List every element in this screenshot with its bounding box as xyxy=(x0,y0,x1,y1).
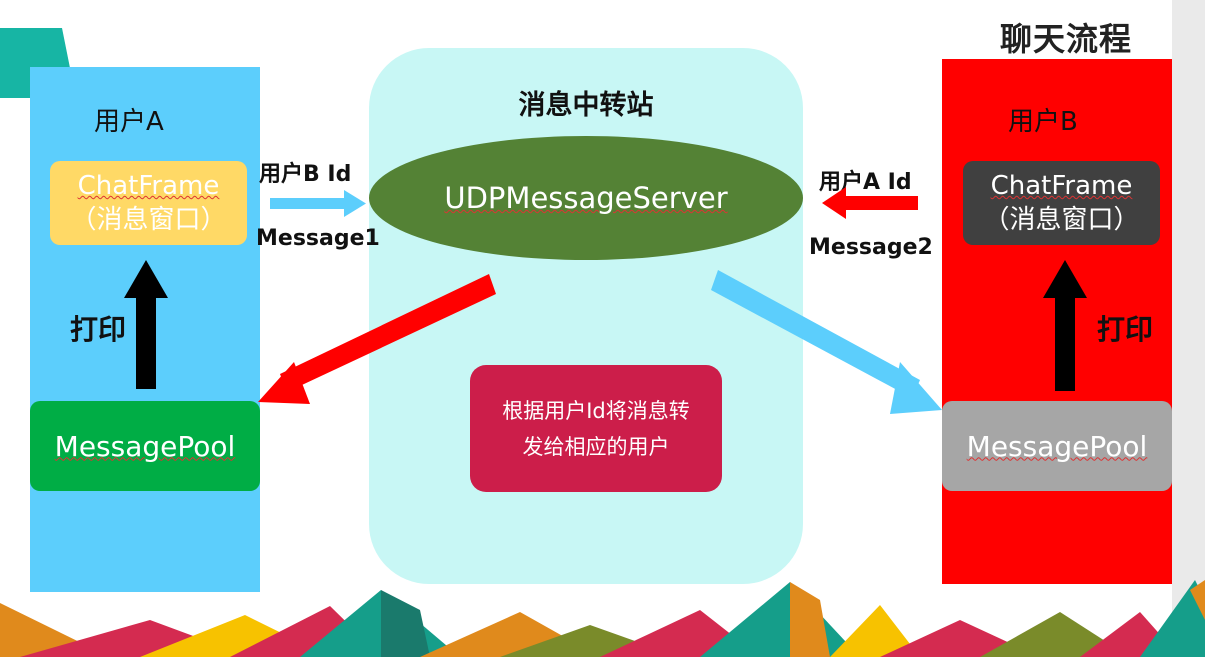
user-b-message-pool: MessagePool xyxy=(942,401,1172,491)
user-b-print-label: 打印 xyxy=(1097,313,1154,346)
chat-frame-subtitle: （消息窗口） xyxy=(70,205,227,235)
message-pool-label: MessagePool xyxy=(966,429,1148,463)
page-title: 聊天流程 xyxy=(1000,20,1133,58)
routing-note-line-2: 发给相应的用户 xyxy=(522,434,670,459)
chat-frame-title: ChatFrame xyxy=(77,171,220,201)
deliver-arrow-to-a-icon xyxy=(258,274,496,404)
routing-note-line-1: 根据用户Id将消息转 xyxy=(502,398,690,423)
user-a-arrow-message-label: Message1 xyxy=(256,226,380,251)
user-a-label: 用户A xyxy=(94,107,164,137)
user-a-print-label: 打印 xyxy=(70,313,127,346)
user-a-chat-frame: ChatFrame （消息窗口） xyxy=(50,161,247,245)
deliver-arrow-to-b-icon xyxy=(711,270,942,414)
chat-frame-subtitle: （消息窗口） xyxy=(983,205,1140,235)
print-arrow-a-icon xyxy=(124,260,168,389)
user-b-arrow-id-label: 用户A Id xyxy=(819,170,912,195)
right-edge-strip xyxy=(1172,0,1205,657)
user-b-label: 用户B xyxy=(1008,107,1078,137)
chat-frame-title: ChatFrame xyxy=(990,171,1133,201)
user-a-arrow-id-label: 用户B Id xyxy=(259,162,352,187)
user-a-message-pool: MessagePool xyxy=(30,401,260,491)
send-arrow-b-icon xyxy=(822,187,918,219)
print-arrow-b-icon xyxy=(1043,260,1087,391)
server-name: UDPMessageServer xyxy=(444,181,728,215)
user-b-arrow-message-label: Message2 xyxy=(809,235,933,260)
udp-message-server: UDPMessageServer xyxy=(369,136,803,260)
user-b-chat-frame: ChatFrame （消息窗口） xyxy=(963,161,1160,245)
send-arrow-a-icon xyxy=(270,190,366,217)
relay-title: 消息中转站 xyxy=(518,90,654,121)
routing-note: 根据用户Id将消息转 发给相应的用户 xyxy=(470,365,722,492)
message-pool-label: MessagePool xyxy=(54,429,236,463)
